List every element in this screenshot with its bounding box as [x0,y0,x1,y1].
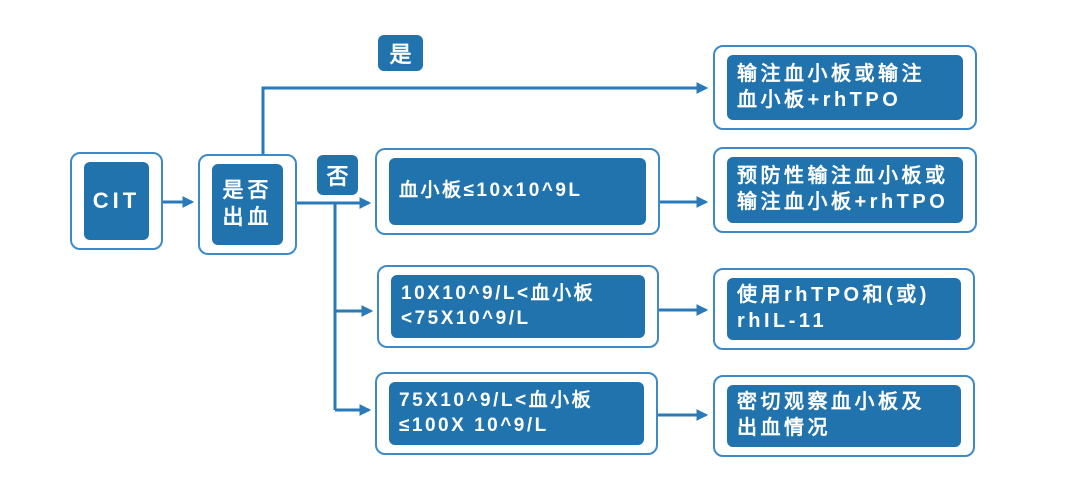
outcome-mid-line1: 使用rhTPO和(或) [737,284,930,307]
node-condition-mid: 10X10^9/L<血小板 <75X10^9/L [377,265,659,348]
condition-high-line2: ≤100X 10^9/L [399,414,549,436]
node-cit-label: CIT [92,187,141,213]
node-outcome-low-body: 预防性输注血小板或 输注血小板+rhTPO [727,157,963,223]
node-condition-low: 血小板≤10x10^9L [375,148,660,235]
decision-label-line1: 是否 [222,178,273,202]
node-outcome-mid-body: 使用rhTPO和(或) rhIL-11 [727,278,961,340]
decision-label-line2: 出血 [222,205,273,229]
node-outcome-bleeding-body: 输注血小板或输注 血小板+rhTPO [727,55,963,120]
arrow-yes-branch [261,82,709,154]
condition-high-line1: 75X10^9/L<血小板 [399,390,594,412]
condition-mid-line1: 10X10^9/L<血小板 [401,283,596,305]
outcome-high-line2: 出血情况 [737,417,831,439]
branch-no-tag: 否 [317,155,358,195]
condition-mid-line2: <75X10^9/L [401,307,531,329]
outcome-bleeding-line2: 血小板+rhTPO [737,88,902,111]
node-outcome-high-body: 密切观察血小板及 出血情况 [727,385,961,447]
node-condition-high: 75X10^9/L<血小板 ≤100X 10^9/L [375,372,658,455]
outcome-bleeding-line1: 输注血小板或输注 [737,62,925,85]
condition-low-line1: 血小板≤10x10^9L [399,180,583,202]
node-condition-low-body: 血小板≤10x10^9L [389,158,646,225]
node-outcome-high: 密切观察血小板及 出血情况 [713,375,975,457]
node-cit: CIT [70,152,163,250]
node-decision-bleeding: 是否 出血 [198,154,297,255]
node-condition-high-body: 75X10^9/L<血小板 ≤100X 10^9/L [389,382,644,445]
node-outcome-low: 预防性输注血小板或 输注血小板+rhTPO [713,147,977,233]
outcome-low-line2: 输注血小板+rhTPO [737,191,949,213]
outcome-mid-line2: rhIL-11 [737,310,828,332]
node-condition-mid-body: 10X10^9/L<血小板 <75X10^9/L [391,275,645,338]
outcome-low-line1: 预防性输注血小板或 [737,165,949,188]
node-decision-body: 是否 出血 [212,164,283,245]
node-outcome-bleeding: 输注血小板或输注 血小板+rhTPO [713,45,977,130]
node-cit-body: CIT [84,162,149,240]
branch-yes-tag: 是 [378,35,423,71]
outcome-high-line1: 密切观察血小板及 [737,391,925,414]
node-outcome-mid: 使用rhTPO和(或) rhIL-11 [713,268,975,350]
